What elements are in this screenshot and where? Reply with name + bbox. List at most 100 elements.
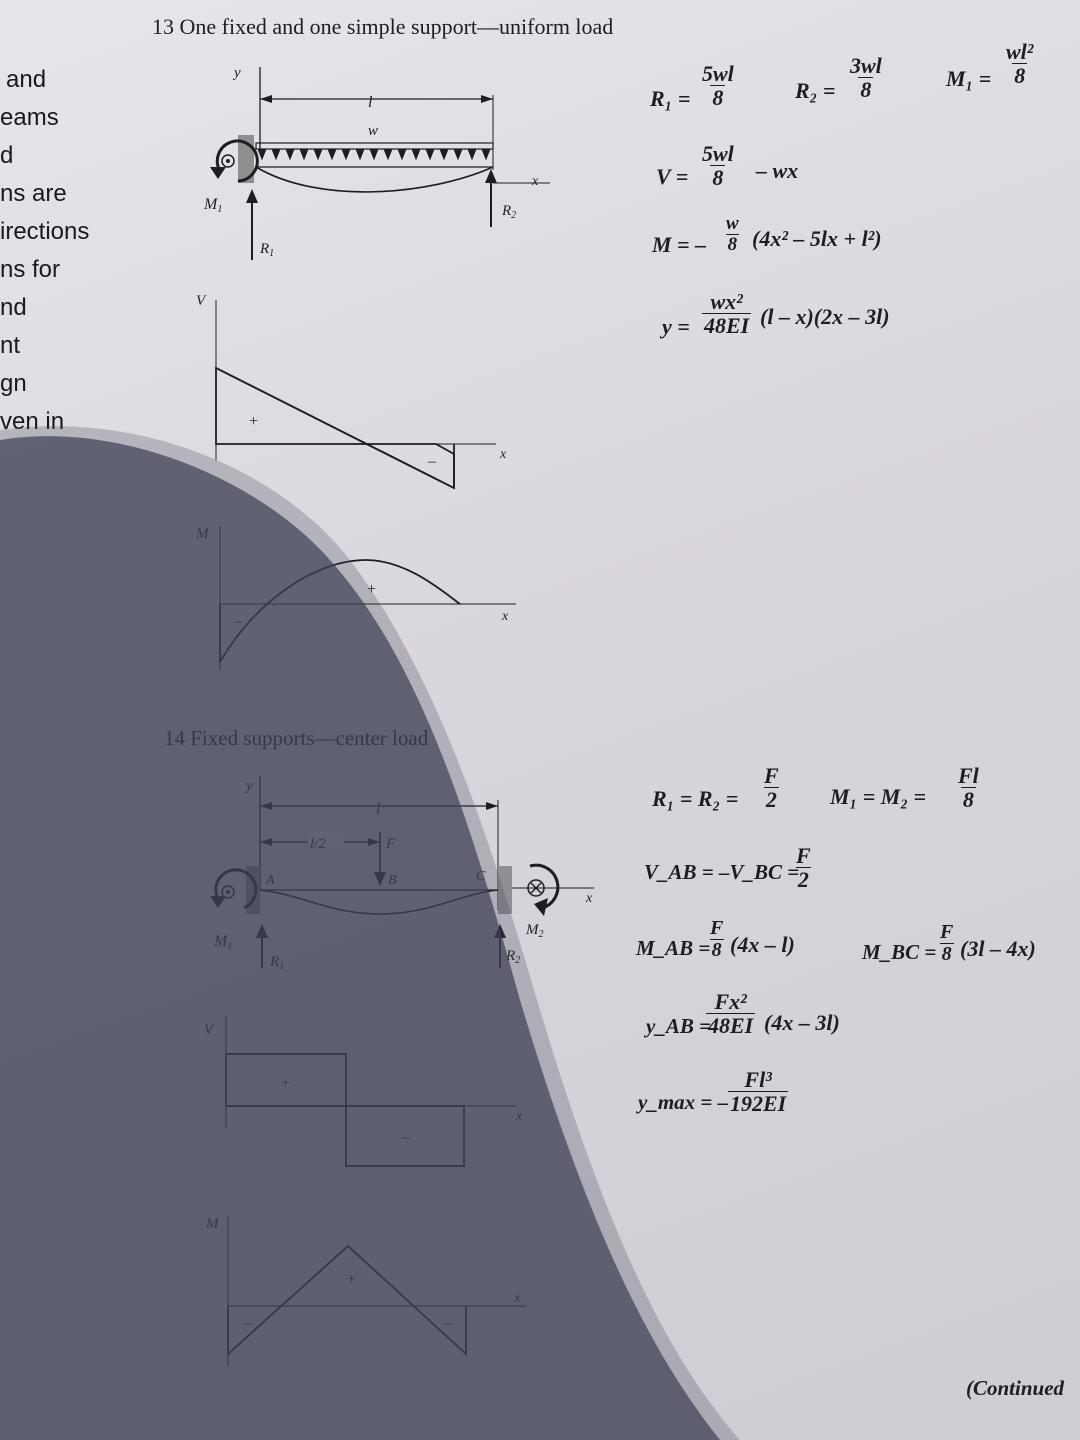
continued-note: (Continued	[966, 1376, 1065, 1400]
eq-v-rest: – wx	[756, 158, 799, 183]
shear-x-label: x	[515, 1109, 523, 1124]
shear-axis-label: V	[204, 1022, 215, 1038]
eq-mab-rest: (4x – l)	[730, 932, 795, 957]
edge-fragment: nt	[0, 332, 21, 359]
y-axis-label: y	[232, 65, 241, 81]
edge-fragment: ns are	[0, 180, 67, 207]
eq-v-lhs: V_AB = –V_BC =	[644, 860, 800, 884]
eq-v-lhs: V =	[656, 164, 689, 189]
eq-m-lhs: M₁ = M₂ =	[830, 784, 927, 809]
shear-positive-sign: +	[280, 1075, 291, 1092]
edge-fragment: and	[6, 66, 47, 93]
edge-fragment: d	[0, 142, 14, 169]
load-arrow	[355, 148, 365, 161]
span-label: l	[376, 801, 381, 818]
eq-y-lhs: y =	[662, 314, 690, 339]
point-b-label: B	[388, 873, 397, 888]
eq-ymax-lhs: y_max = –	[638, 1090, 729, 1114]
eq-r-lhs: R₁ = R₂ =	[652, 786, 739, 811]
y-axis-label: y	[244, 778, 253, 794]
load-arrow	[439, 148, 449, 161]
edge-fragment: ns for	[0, 256, 61, 283]
load-arrow	[453, 148, 463, 161]
x-axis-label: x	[585, 891, 593, 906]
moment-axis-label: M	[196, 526, 210, 542]
load-arrow	[425, 148, 435, 161]
x-axis-label: x	[531, 174, 539, 189]
shear-diagram-13: + – x	[215, 350, 507, 490]
load-arrow	[397, 148, 407, 161]
span-label: l	[368, 94, 373, 111]
reaction-label-r2: R2	[501, 203, 516, 221]
section-13-title: 13 One fixed and one simple support—unif…	[152, 14, 614, 39]
moment-negative-sign-left: –	[243, 1315, 253, 1332]
load-arrow	[341, 148, 351, 161]
moment-label-m2: M2	[525, 922, 544, 940]
section-14-title: 14 Fixed supports—center load	[164, 726, 429, 750]
eq-r1-lhs: R₁ =	[650, 86, 691, 111]
edge-fragment: eams	[0, 104, 59, 131]
shear-negative-sign: –	[427, 453, 437, 470]
eq-mab-lhs: M_AB =	[636, 936, 711, 960]
edge-fragment: ven in	[0, 408, 65, 435]
shear-negative-sign: –	[401, 1129, 411, 1146]
load-arrow	[383, 148, 393, 161]
deflection-curve	[255, 166, 494, 193]
moment-axis-label: M	[205, 1216, 220, 1232]
shear-positive-sign: +	[248, 413, 259, 430]
edge-fragment: nd	[0, 294, 27, 321]
reaction-label-r1: R1	[269, 954, 284, 972]
shear-x-label: x	[499, 447, 507, 462]
load-arrow	[369, 148, 379, 161]
load-arrow	[411, 148, 421, 161]
beam-diagram-13: y l w x M1 R1 R2 V	[196, 65, 550, 355]
load-arrow	[481, 148, 491, 161]
eq-yab-rest: (4x – 3l)	[764, 1010, 840, 1035]
moment-positive-sign: +	[366, 581, 377, 598]
edge-fragment: gn	[0, 370, 27, 397]
load-label: w	[368, 123, 378, 139]
point-c-label: C	[476, 869, 486, 884]
eq-m1-lhs: M₁ =	[946, 66, 992, 91]
load-arrow	[327, 148, 337, 161]
eq-mbc-rest: (3l – 4x)	[960, 936, 1036, 961]
reaction-label-r1: R1	[259, 241, 274, 259]
load-arrow	[271, 148, 281, 161]
moment-negative-sign-right: –	[443, 1315, 453, 1332]
moment-diagram-14: M + – – x	[205, 1216, 526, 1366]
moment-x-label: x	[513, 1291, 521, 1306]
load-arrow	[313, 148, 323, 161]
reaction-label-r2: R2	[505, 948, 520, 966]
shear-axis-label: V	[196, 293, 207, 309]
moment-label-m1: M1	[203, 196, 222, 215]
half-span-label: l/2	[310, 836, 326, 852]
point-a-label: A	[265, 873, 275, 888]
eq-m-rest: (4x² – 5lx + l²)	[752, 226, 882, 251]
eq-r2-lhs: R₂ =	[795, 78, 836, 103]
distributed-load-arrows	[257, 148, 491, 161]
shear-diagram-14: V + – x	[204, 1016, 523, 1167]
moment-positive-sign: +	[346, 1271, 357, 1288]
eq-yab-lhs: y_AB =	[646, 1014, 712, 1038]
fixed-support-right	[498, 866, 512, 914]
load-arrow	[285, 148, 295, 161]
moment-x-label: x	[501, 609, 509, 624]
load-arrow	[257, 148, 267, 161]
moment-diagram-13: M + – x	[196, 526, 516, 670]
deflection-curve	[259, 889, 499, 915]
eq-m-lhs: M = –	[652, 232, 707, 257]
eq-mbc-lhs: M_BC =	[862, 940, 937, 964]
